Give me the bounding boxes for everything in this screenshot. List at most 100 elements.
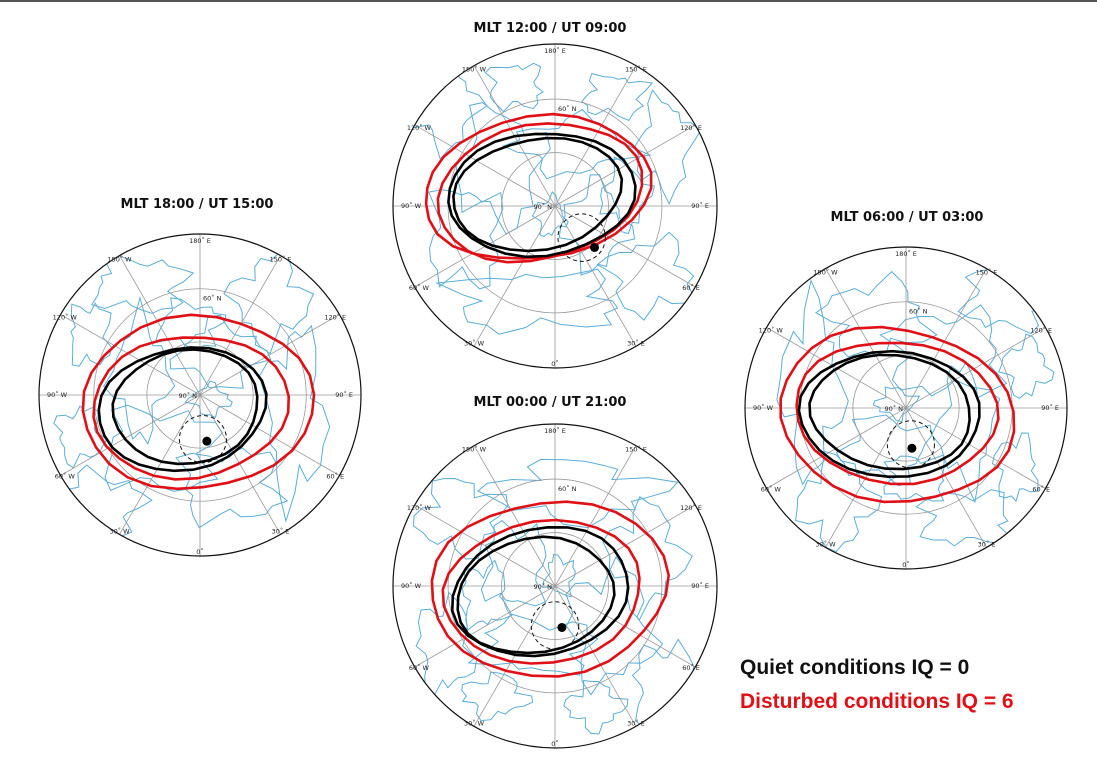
grid-label-bottom: 0˚ [902,561,909,569]
grid-label-ll2: 30˚ W [109,527,130,535]
coastline [412,477,509,560]
grid-label-ur1: 150˚ E [270,255,292,263]
coastline-group [412,458,700,735]
graticule [393,424,717,748]
coastline [184,380,233,419]
grid-label-ll2: 30˚ W [464,339,485,347]
station-fov-dashed-circle [178,415,228,464]
coastline [915,489,1011,547]
coastline [931,361,1001,504]
coastline [776,279,849,486]
map-boundary [392,43,718,369]
coastline [631,638,700,728]
disturbed-oval-outer [81,313,316,491]
grid-label-lr2: 30˚ E [627,719,645,727]
quiet-oval-outer [450,525,630,658]
grid-label-center: 90˚ N [534,203,553,211]
coastline [175,447,289,529]
grid-label-lr2: 30˚ E [627,339,645,347]
coastline [484,62,544,113]
coastline [998,333,1055,399]
coastline [581,73,654,122]
coastline [103,296,176,446]
grid-label-top: 180˚ E [895,250,917,258]
coastline [957,265,1050,335]
coastline-group [49,251,331,540]
coastline [258,324,331,523]
legend-quiet: Quiet conditions IQ = 0 [740,656,970,679]
quiet-oval-inner [111,348,259,466]
coastline [872,386,921,423]
grid-label-lr1: 60˚ E [1032,486,1050,494]
coastline [565,555,664,696]
legend-disturbed: Disturbed conditions IQ = 6 [740,690,1014,713]
grid-label-bottom: 0˚ [551,360,558,368]
grid-label-center: 90˚ N [179,392,198,400]
coastline [91,252,195,314]
grid-label-lat60: 60˚ N [203,295,222,303]
coastline [477,458,679,529]
coastline [480,519,547,607]
grid-label-ur1: 150˚ E [625,66,647,74]
grid-label-ul1: 150˚ W [462,446,487,454]
graticule [745,247,1067,569]
grid-label-ul1: 150˚ W [462,66,487,74]
quiet-oval-inner [456,535,616,655]
grid-label-ul2: 120˚ W [53,313,78,321]
coastline-group [409,51,702,335]
grid-label-lr1: 60˚ E [326,473,344,481]
grid-label-ll1: 60˚ W [409,284,430,292]
map-boundary [392,423,718,749]
grid-label-center: 90˚ N [885,405,904,413]
quiet-oval-outer [797,349,981,479]
grid-label-right: 90˚ E [335,391,353,399]
coastline [501,108,652,180]
grid-label-top: 180˚ E [544,47,566,55]
panel-title-dusk: MLT 18:00 / UT 15:00 [120,197,274,212]
grid-label-ul2: 120˚ W [407,504,432,512]
station-marker-dot [202,436,212,446]
grid-label-ul1: 150˚ W [813,268,838,276]
coastline [461,671,534,722]
coastline [435,268,619,335]
grid-label-ll1: 60˚ W [761,486,782,494]
grid-label-ur2: 120˚ E [680,124,702,132]
panel-title-dawn: MLT 06:00 / UT 03:00 [830,210,984,225]
coastline [70,302,113,367]
panel-title-noon: MLT 12:00 / UT 09:00 [473,21,627,36]
grid-label-lat60: 60˚ N [558,105,577,113]
coastline [415,591,478,697]
disturbed-oval-outer [430,500,671,678]
grid-label-right: 90˚ E [691,582,709,590]
coastline [599,156,656,235]
coastline [596,231,695,321]
coastline [154,297,227,350]
station-marker-dot [557,622,567,632]
grid-label-left: 90˚ W [401,582,422,590]
grid-label-bottom: 0˚ [551,740,558,748]
grid-label-bottom: 0˚ [196,548,203,556]
coastline [563,679,629,735]
coastline [634,89,702,206]
disturbed-oval-inner [92,336,291,481]
graticule [393,44,717,368]
grid-label-top: 180˚ E [544,427,566,435]
quiet-oval-outer [447,132,637,259]
grid-label-left: 90˚ W [47,391,68,399]
grid-label-ul1: 150˚ W [107,255,132,263]
meridian-line [414,124,696,288]
station-marker-dot [907,443,917,453]
quiet-oval-outer [97,346,268,473]
station-marker-dot [590,242,600,252]
grid-label-ur2: 120˚ E [1030,326,1052,334]
grid-label-left: 90˚ W [401,202,422,210]
coastline [461,559,513,632]
station-fov-dashed-circle [886,420,935,469]
disturbed-oval-outer [779,325,1016,504]
quiet-oval-inner [452,136,624,253]
station-fov-dashed-circle [530,601,580,650]
grid-label-lat60: 60˚ N [558,485,577,493]
grid-label-lr2: 30˚ E [272,527,290,535]
